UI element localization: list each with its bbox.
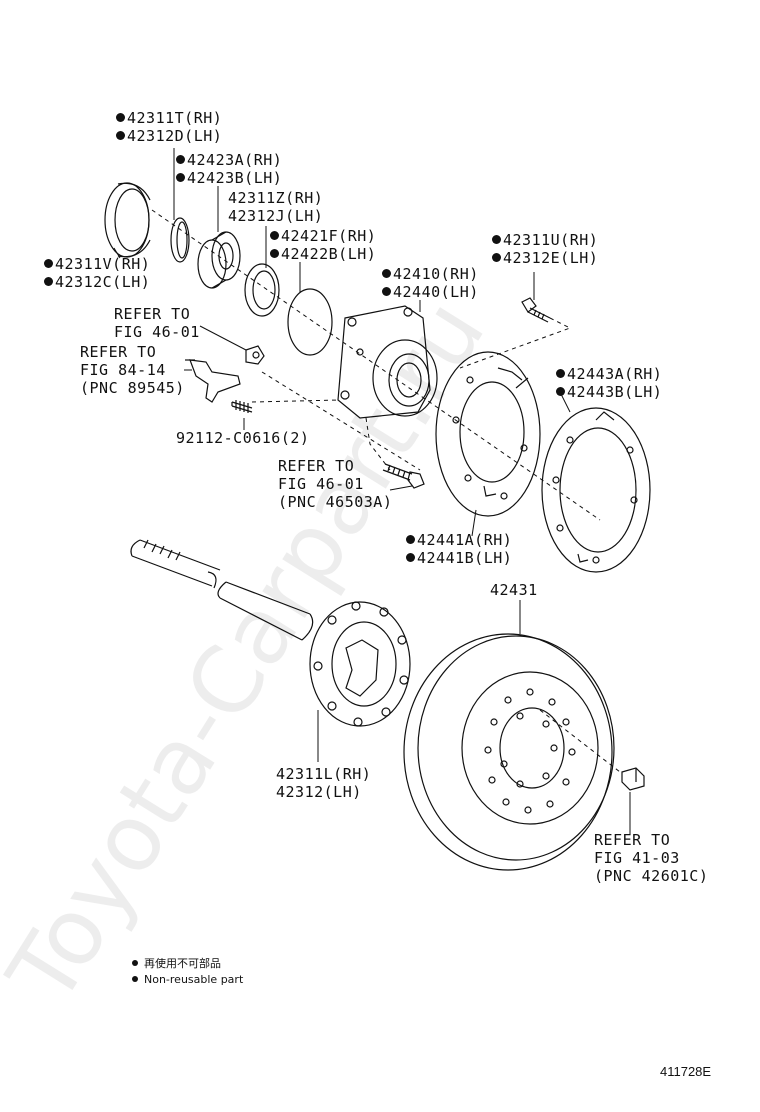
- non-reusable-dot: [44, 259, 53, 268]
- non-reusable-dot: [406, 553, 415, 562]
- gasket: [541, 407, 651, 573]
- label-42440: 42440(LH): [382, 284, 479, 301]
- label-42431: 42431: [490, 581, 538, 599]
- label-42311V: 42311V(RH): [44, 256, 150, 273]
- non-reusable-dot: [116, 113, 125, 122]
- label-92112: 92112-C0616(2): [176, 429, 310, 447]
- non-reusable-dot: [382, 287, 391, 296]
- label-42311T: 42311T(RH): [116, 110, 222, 127]
- legend-cn: 再使用不可部品: [132, 956, 221, 971]
- label-42312D: 42312D(LH): [116, 128, 222, 145]
- legend-dot: [132, 960, 138, 966]
- non-reusable-dot: [382, 269, 391, 278]
- label-42312C: 42312C(LH): [44, 274, 150, 291]
- axle-shaft: [130, 539, 411, 727]
- non-reusable-dot: [270, 231, 279, 240]
- ref-fig-84-14-line1[interactable]: REFER TO: [80, 343, 157, 361]
- axle-housing-retainer: [337, 305, 438, 419]
- non-reusable-dot: [556, 369, 565, 378]
- label-42423A: 42423A(RH): [176, 152, 282, 169]
- label-42311L: 42311L(RH): [276, 765, 372, 783]
- oil-seal-outer: [104, 182, 151, 258]
- label-42312: 42312(LH): [276, 783, 362, 801]
- hub-bolt-upper: [521, 297, 551, 323]
- ref-fig-41-03-line3[interactable]: (PNC 42601C): [594, 867, 709, 885]
- ref-fig-84-14-line2[interactable]: FIG 84-14: [80, 361, 166, 379]
- flange-nut: [245, 345, 265, 365]
- snap-ring: [170, 217, 190, 263]
- legend-dot: [132, 976, 138, 982]
- non-reusable-dot: [406, 535, 415, 544]
- label-42423B: 42423B(LH): [176, 170, 282, 187]
- bolt-92112: [231, 400, 253, 413]
- ref-fig-41-03-line2[interactable]: FIG 41-03: [594, 849, 680, 867]
- leader-lines: [113, 148, 631, 834]
- ref-fig-46-01-b-line2[interactable]: FIG 46-01: [278, 475, 364, 493]
- assembly-guide-lines: [151, 209, 621, 773]
- hub-bolt-lower: [382, 463, 425, 489]
- bearing: [197, 231, 241, 289]
- ref-fig-46-01-b-line3[interactable]: (PNC 46503A): [278, 493, 393, 511]
- label-42312J: 42312J(LH): [228, 207, 324, 225]
- label-42312E: 42312E(LH): [492, 250, 598, 267]
- non-reusable-dot: [176, 173, 185, 182]
- label-42443B: 42443B(LH): [556, 384, 662, 401]
- ref-fig-46-01-a-line2[interactable]: FIG 46-01: [114, 323, 200, 341]
- hub-nut: [621, 767, 645, 791]
- label-42410: 42410(RH): [382, 266, 479, 283]
- label-42311Z: 42311Z(RH): [228, 189, 324, 207]
- label-42311U: 42311U(RH): [492, 232, 598, 249]
- label-42441A: 42441A(RH): [406, 532, 512, 549]
- o-ring: [287, 288, 333, 356]
- ref-fig-41-03-line1[interactable]: REFER TO: [594, 831, 671, 849]
- ref-fig-84-14-line3[interactable]: (PNC 89545): [80, 379, 185, 397]
- spacer-ring: [244, 263, 280, 317]
- ref-fig-46-01-b-line1[interactable]: REFER TO: [278, 457, 355, 475]
- non-reusable-dot: [492, 253, 501, 262]
- non-reusable-dot: [176, 155, 185, 164]
- brake-disc: [403, 633, 615, 871]
- abs-sensor: [185, 359, 241, 403]
- label-42421F: 42421F(RH): [270, 228, 376, 245]
- ref-fig-46-01-a-line1[interactable]: REFER TO: [114, 305, 191, 323]
- label-42441B: 42441B(LH): [406, 550, 512, 567]
- non-reusable-dot: [492, 235, 501, 244]
- non-reusable-dot: [44, 277, 53, 286]
- legend-en: Non-reusable part: [132, 972, 243, 987]
- non-reusable-dot: [556, 387, 565, 396]
- figure-id: 411728E: [660, 1064, 712, 1079]
- label-42443A: 42443A(RH): [556, 366, 662, 383]
- non-reusable-dot: [270, 249, 279, 258]
- non-reusable-dot: [116, 131, 125, 140]
- backing-plate: [435, 351, 541, 517]
- label-42422B: 42422B(LH): [270, 246, 376, 263]
